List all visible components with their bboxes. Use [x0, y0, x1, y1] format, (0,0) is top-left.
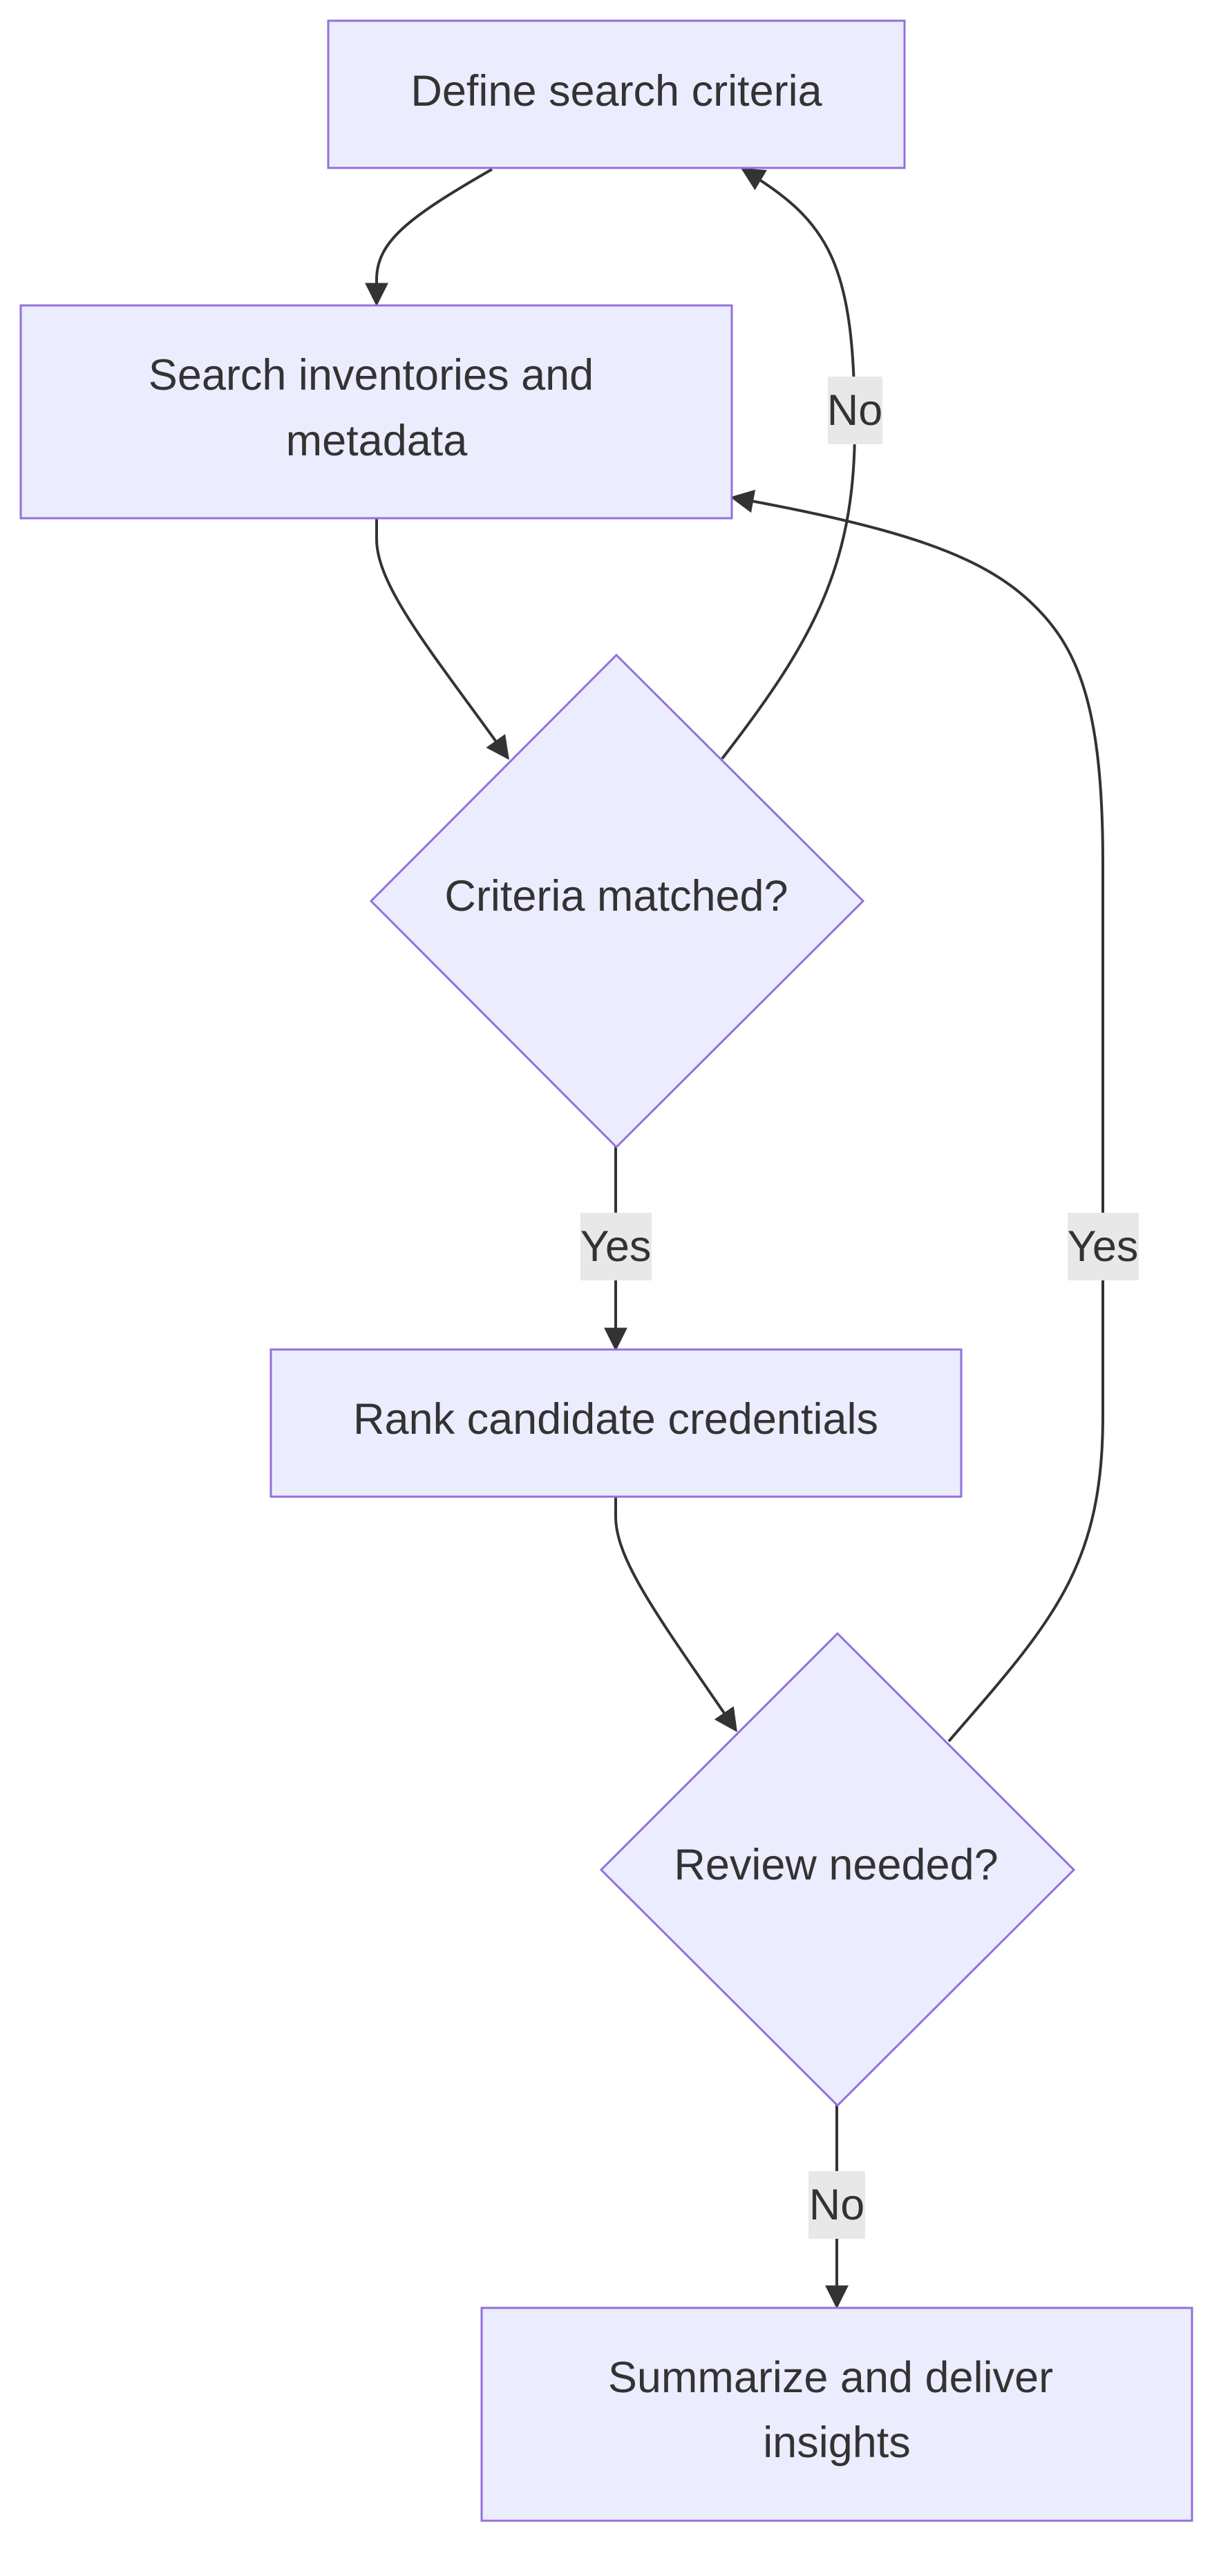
edge-search-to-criteria — [375, 518, 509, 760]
edge-rank-to-review — [614, 1496, 737, 1732]
edge-label-yes-left: Yes — [580, 1213, 652, 1280]
node-summarize-insights: Summarize and deliver insights — [480, 2307, 1193, 2522]
node-search-label-line1: Search inventories and — [149, 351, 594, 399]
node-review-diamond — [599, 1631, 1076, 2108]
node-review-label: Review needed? — [674, 1841, 998, 1889]
node-rank-label: Rank candidate credentials — [353, 1395, 878, 1443]
node-criteria-matched: Criteria matched? — [369, 653, 865, 1149]
node-rank-box — [269, 1348, 963, 1498]
edge-define-to-search — [365, 168, 493, 307]
edge-label-no-bottom-text: No — [809, 2181, 865, 2229]
node-search-label-line2: metadata — [286, 417, 469, 465]
node-summarize-label-line2: insights — [763, 2418, 911, 2467]
node-criteria-diamond — [369, 653, 865, 1149]
node-summarize-box — [480, 2307, 1193, 2522]
edge-label-no-top-text: No — [827, 386, 883, 435]
node-criteria-label: Criteria matched? — [444, 872, 788, 920]
node-search-inventories: Search inventories and metadata — [19, 304, 733, 520]
node-review-needed: Review needed? — [599, 1631, 1076, 2108]
node-define-label: Define search criteria — [410, 67, 822, 115]
node-define-search-criteria: Define search criteria — [327, 19, 906, 169]
node-summarize-label-line1: Summarize and deliver — [608, 2354, 1053, 2402]
edge-label-no-top: No — [827, 377, 883, 444]
edge-criteria-to-define-no — [721, 168, 857, 760]
node-rank-candidates: Rank candidate credentials — [269, 1348, 963, 1498]
edge-review-to-search-yes — [730, 489, 1104, 1743]
node-define-box — [327, 19, 906, 169]
edge-label-yes-right-text: Yes — [1068, 1222, 1139, 1271]
edge-label-no-bottom: No — [808, 2171, 865, 2239]
edge-label-yes-right: Yes — [1068, 1213, 1139, 1280]
edge-label-yes-left-text: Yes — [580, 1222, 652, 1271]
node-search-box — [19, 304, 733, 520]
